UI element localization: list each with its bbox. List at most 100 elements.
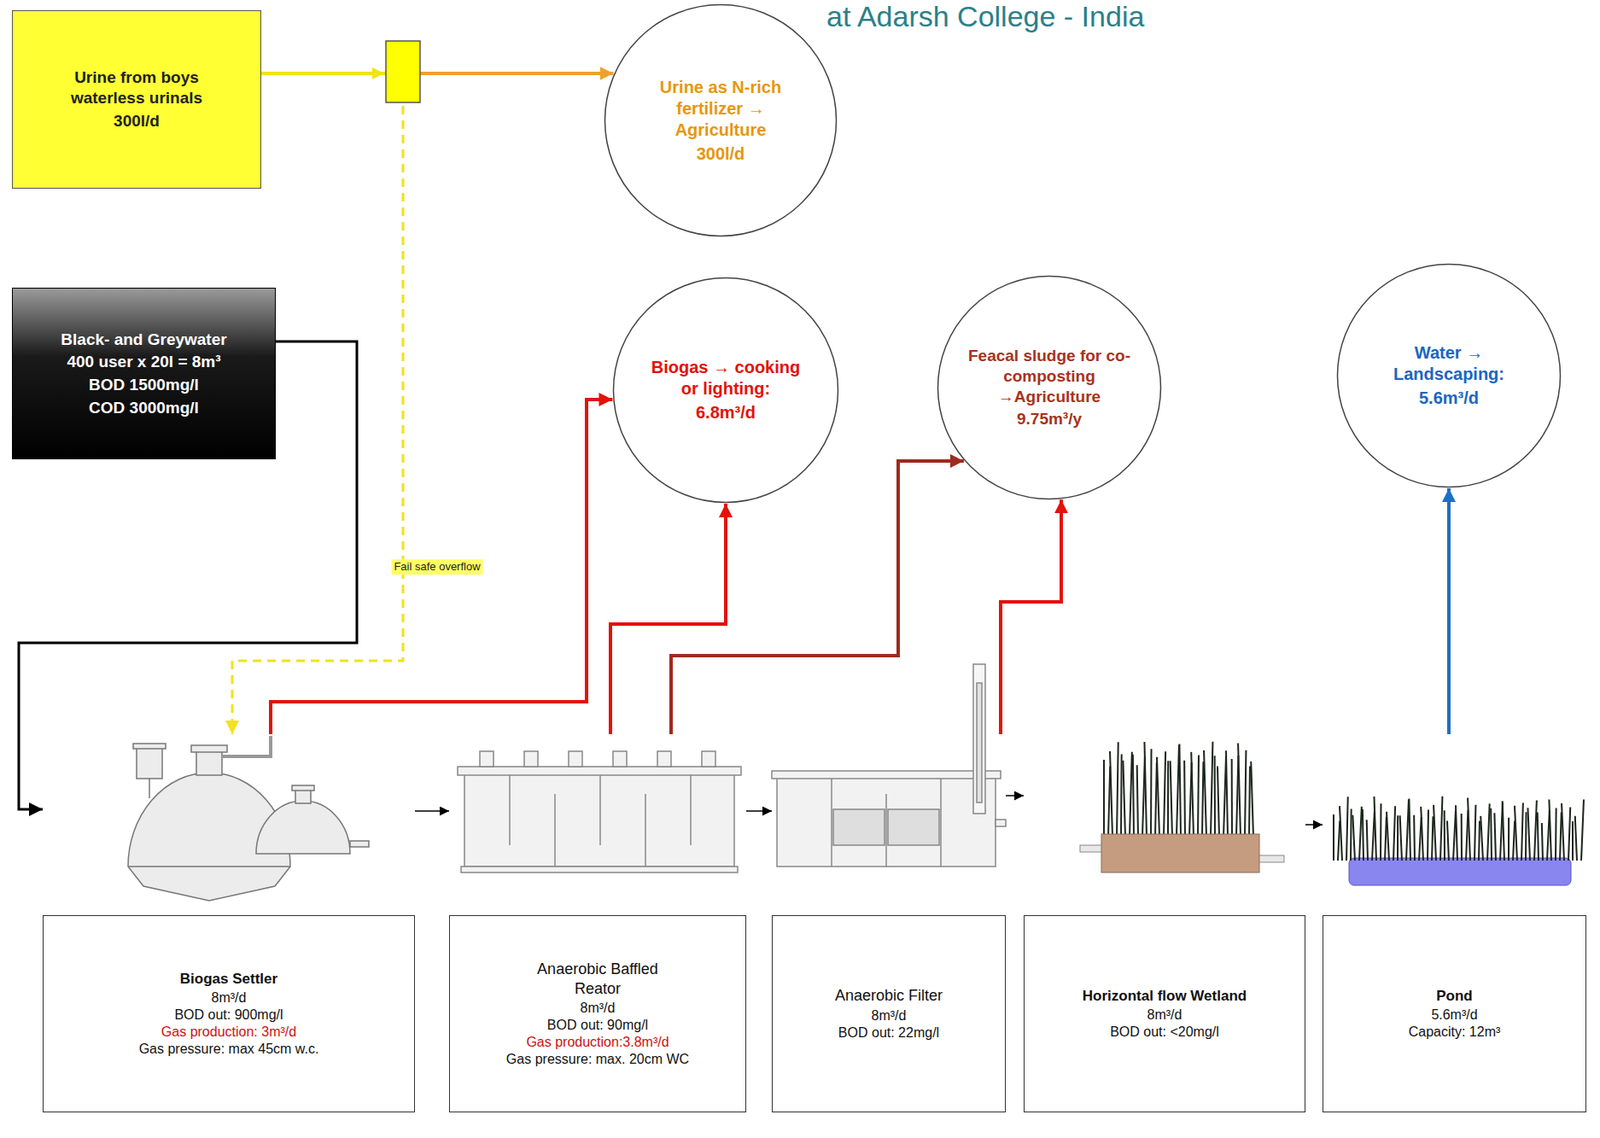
text-group: Black- and Greywater400 user x 20l = 8m³… <box>60 329 227 419</box>
diagram-title: at Adarsh College - India <box>826 0 1145 34</box>
treatment-unit: Pond5.6m³/dCapacity: 12m³ <box>1322 734 1587 1113</box>
node-detail: BOD out: 900mg/l <box>139 1006 320 1024</box>
text-group: Feacal sludge for co-composting →Agricul… <box>959 345 1139 430</box>
flow-arrow <box>1447 488 1451 735</box>
treatment-unit: Biogas Settler8m³/dBOD out: 900mg/lGas p… <box>42 734 415 1113</box>
grass-blade <box>1386 811 1390 861</box>
flow-arrow <box>1305 823 1323 826</box>
wetland-drawing <box>1080 741 1285 873</box>
grass-blade <box>1502 800 1505 861</box>
grass-blade <box>1541 823 1543 861</box>
grass-blade <box>1249 766 1250 837</box>
node-detail: 300l/d <box>643 143 798 165</box>
grass-blade <box>1191 752 1194 837</box>
node-detail: Capacity: 12m³ <box>1408 1023 1501 1041</box>
treatment-unit: Anaerobic Filter8m³/dBOD out: 22mg/l <box>771 734 1006 1113</box>
grass-blade <box>1362 809 1364 861</box>
grass-blade <box>1129 752 1133 837</box>
node-title: Horizontal flow Wetland <box>1082 986 1247 1005</box>
grass-blade <box>1217 765 1220 837</box>
grass-blade <box>1337 821 1340 861</box>
node-detail: 8m³/d <box>139 989 320 1007</box>
grass-blade <box>1103 759 1105 837</box>
grass-blade <box>1116 741 1119 837</box>
grass-blade <box>1507 817 1510 861</box>
output-circle: Feacal sludge for co-composting →Agricul… <box>936 274 1163 501</box>
flow-arrow <box>1005 794 1024 797</box>
grass-blade <box>1384 817 1387 861</box>
grass-blade <box>1210 741 1213 837</box>
grass-blade <box>1120 754 1123 837</box>
circle-shape <box>1337 264 1561 488</box>
grass-blade <box>1487 803 1490 861</box>
grass-blade <box>1250 761 1254 837</box>
grass-blade <box>1156 757 1160 837</box>
node-title: Urine from boys waterless urinals <box>58 67 217 109</box>
node-title: Pond <box>1408 986 1501 1005</box>
circle-shape <box>938 276 1162 500</box>
grass-blade <box>1575 816 1577 861</box>
anaerobic-filter-drawing <box>771 664 1006 867</box>
grass-blade <box>1489 808 1493 861</box>
text-group: Biogas Settler8m³/dBOD out: 900mg/lGas p… <box>139 969 320 1058</box>
grass-blade <box>1132 754 1134 837</box>
grass-blade <box>1460 813 1463 861</box>
node-title: Anaerobic Baffled Reator <box>520 959 675 999</box>
grass-blade <box>1559 811 1562 861</box>
grass-blade <box>1408 798 1411 861</box>
node-detail: Gas production:3.8m³/d <box>506 1033 690 1052</box>
grass-blade <box>1440 796 1443 861</box>
grass-blade <box>1379 803 1382 861</box>
baffled-reactor-drawing <box>457 751 742 873</box>
node-title: Black- and Greywater <box>60 329 227 351</box>
grass-blade <box>1122 760 1126 837</box>
flow-arrow <box>414 810 450 812</box>
grass-blade <box>1155 762 1157 837</box>
unit-label-box: Horizontal flow Wetland8m³/dBOD out: <20… <box>1023 915 1306 1113</box>
grass-blade <box>1474 805 1476 861</box>
urine-pipe <box>261 71 385 76</box>
edge-label: Fail safe overflow <box>391 559 483 575</box>
grass-blade <box>1108 766 1110 837</box>
grass-blade <box>1581 800 1584 861</box>
grass-blade <box>1561 803 1565 861</box>
grass-blade <box>1231 759 1233 837</box>
node-detail: Gas production: 3m³/d <box>139 1023 320 1041</box>
text-group: Biogas → cooking or lighting:6.8m³/d <box>644 356 807 424</box>
grass-blade <box>1478 821 1480 861</box>
node-detail: 5.6m³/d <box>1380 387 1518 409</box>
text-group: Pond5.6m³/dCapacity: 12m³ <box>1408 986 1501 1041</box>
grass-blade <box>1521 802 1524 861</box>
node-detail: Gas pressure: max. 20cm WC <box>506 1051 690 1069</box>
grass-blade <box>1214 755 1216 837</box>
flow-arrow <box>746 810 772 812</box>
node-detail: Gas pressure: max 45cm w.c. <box>139 1040 320 1058</box>
flow-arrow <box>610 503 726 735</box>
node-detail: 300l/d <box>58 110 217 132</box>
text-group: Anaerobic Baffled Reator8m³/dBOD out: 90… <box>506 959 690 1069</box>
grass-blade <box>1339 805 1343 861</box>
node-detail: BOD out: <20mg/l <box>1082 1023 1247 1041</box>
node-detail: BOD 1500mg/l <box>60 374 227 396</box>
grass-blade <box>1443 810 1446 861</box>
text-group: Urine as N-rich fertilizer → Agriculture… <box>643 76 798 165</box>
node-detail: BOD out: 22mg/l <box>835 1024 943 1042</box>
node-title: Biogas Settler <box>139 969 320 988</box>
grass-blade <box>1244 750 1246 837</box>
input-box: Urine from boys waterless urinals300l/d <box>11 10 262 189</box>
grass-blade <box>1420 806 1424 861</box>
text-group: Water → Landscaping:5.6m³/d <box>1380 342 1518 409</box>
circle-body: Urine as N-rich fertilizer → Agriculture… <box>603 3 838 238</box>
grass-blade <box>1512 821 1515 861</box>
unit-label-box: Pond5.6m³/dCapacity: 12m³ <box>1322 915 1587 1113</box>
unit-label-box: Anaerobic Filter8m³/dBOD out: 22mg/l <box>771 915 1006 1113</box>
node-detail: BOD out: 90mg/l <box>506 1016 690 1034</box>
output-circle: Water → Landscaping:5.6m³/d <box>1336 262 1562 489</box>
grass-blade <box>1183 760 1186 837</box>
grass-blade <box>1431 816 1433 861</box>
grass-blade <box>1170 760 1173 837</box>
grass-blade <box>1179 743 1181 837</box>
grass-blade <box>1393 805 1396 861</box>
node-detail: 8m³/d <box>835 1007 943 1025</box>
grass-blade <box>1366 819 1368 861</box>
